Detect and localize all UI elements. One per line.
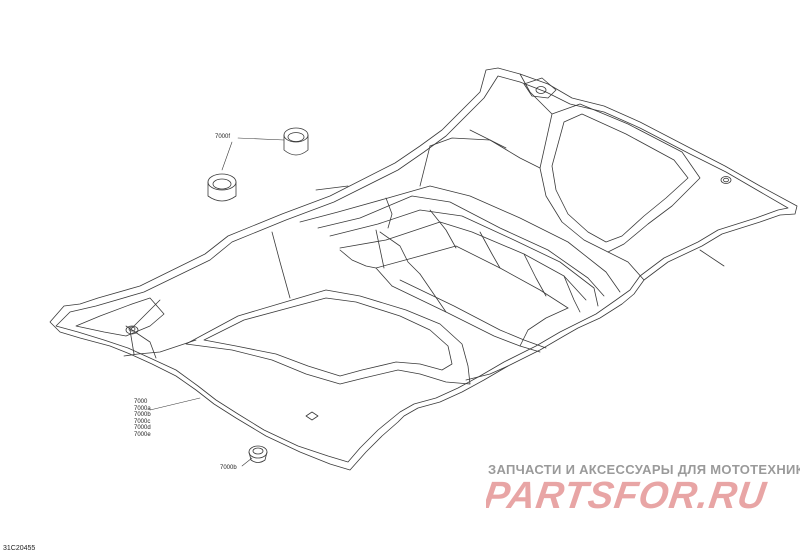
callout-panel: 7000d	[134, 425, 151, 431]
top-fastener	[535, 86, 547, 94]
left-fastener-pocket	[75, 297, 165, 337]
left-fastener	[125, 325, 139, 335]
cap-upper	[283, 127, 309, 156]
leader-panel	[149, 397, 201, 411]
roof-panel-inner-edge	[55, 75, 789, 463]
center-ribs	[299, 185, 621, 293]
watermark-logo: PARTSFOR.RU	[486, 474, 770, 517]
callout-panel: 7000c	[134, 418, 151, 425]
callout-panel: 7000	[134, 399, 148, 405]
watermark-caption: ЗАПЧАСТИ И АКСЕССУАРЫ ДЛЯ МОТОТЕХНИКИ	[488, 462, 800, 477]
callout-panel: 7000e	[134, 431, 151, 438]
callout-clip: 7000b	[220, 465, 237, 471]
leader-cap	[237, 137, 285, 141]
clip-part	[248, 445, 268, 463]
cap-lower	[207, 173, 237, 202]
roof-panel-outline	[49, 67, 798, 471]
left-recess-inner	[203, 297, 453, 377]
right-recess-outer	[539, 103, 701, 253]
left-recess-outer	[185, 289, 471, 385]
figure-id: 31C20455	[3, 545, 36, 552]
svg-text:PARTSFOR.RU: PARTSFOR.RU	[486, 474, 770, 517]
callout-panel: 7000b	[134, 412, 151, 418]
right-fastener	[720, 176, 732, 184]
callout-panel-group: 7000 7000a 7000b 7000c 7000d 7000e	[134, 399, 151, 438]
right-recess-inner	[551, 113, 689, 243]
leader-clip	[241, 457, 253, 467]
callout-cap: 7000f	[215, 134, 231, 140]
callout-panel: 7000a	[134, 405, 151, 412]
